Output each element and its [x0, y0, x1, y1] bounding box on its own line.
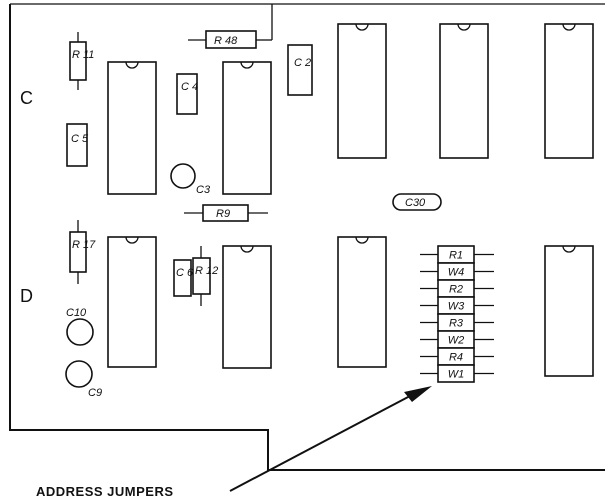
resistor-r9: R9: [184, 204, 268, 222]
ic-chip: [337, 23, 387, 159]
label-c3: C3: [196, 184, 211, 196]
capacitor-c30: C30: [392, 193, 442, 211]
jumper-label: R3: [449, 318, 464, 330]
jumper-label: R1: [449, 250, 463, 262]
capacitor-c6: C 6: [173, 259, 194, 297]
capacitor-c4: C 4: [176, 73, 198, 115]
capacitor-c3: C3: [170, 163, 211, 196]
label-r17: R 17: [72, 239, 96, 251]
label-c9: C9: [88, 387, 102, 399]
ic-chip: [107, 61, 157, 195]
label-c5: C 5: [71, 133, 89, 145]
label-c2: C 2: [294, 57, 311, 69]
jumper-w2: W2: [420, 330, 494, 349]
jumper-label: R4: [449, 352, 463, 364]
jumper-w3: W3: [420, 296, 494, 315]
resistor-r48: R 48: [188, 4, 273, 49]
capacitor-c10: C10: [66, 307, 94, 346]
label-c6: C 6: [176, 267, 194, 279]
ic-chip: [222, 245, 272, 369]
jumper-w4: W4: [420, 262, 494, 281]
jumper-label: W2: [448, 335, 465, 347]
jumper-r3: R3: [420, 313, 494, 332]
row-label-c: C: [20, 88, 33, 108]
row-label-d: D: [20, 286, 33, 306]
jumper-label: W3: [448, 301, 465, 313]
jumper-r4: R4: [420, 347, 494, 366]
jumper-label: R2: [449, 284, 463, 296]
label-r12: R 12: [195, 265, 218, 277]
capacitor-c5: C 5: [66, 123, 89, 167]
jumper-label: W1: [448, 369, 465, 381]
callout-arrow: [229, 386, 432, 492]
capacitor-c9: C9: [65, 360, 102, 399]
label-r48: R 48: [214, 35, 238, 47]
ic-chip: [544, 23, 594, 159]
resistor-r11: R 11: [69, 32, 94, 90]
jumper-r1: R1: [420, 245, 494, 264]
ic-chip: [337, 236, 387, 368]
resistor-r17: R 17: [69, 220, 96, 284]
ic-chip: [544, 245, 594, 377]
ic-chip: [107, 236, 157, 368]
jumper-label: W4: [448, 267, 465, 279]
jumper-r2: R2: [420, 279, 494, 298]
jumper-w1: W1: [420, 364, 494, 383]
label-c30: C30: [405, 197, 426, 209]
ic-chip: [222, 61, 272, 195]
ic-chip: [439, 23, 489, 159]
label-c10: C10: [66, 307, 87, 319]
callout-address-jumpers: ADDRESS JUMPERS: [36, 484, 174, 498]
label-r11: R 11: [72, 49, 94, 61]
board-outline: [9, 4, 605, 471]
label-r9: R9: [216, 208, 230, 220]
label-c4: C 4: [181, 81, 198, 93]
resistor-r12: R 12: [192, 246, 218, 306]
capacitor-c2: C 2: [287, 44, 313, 96]
